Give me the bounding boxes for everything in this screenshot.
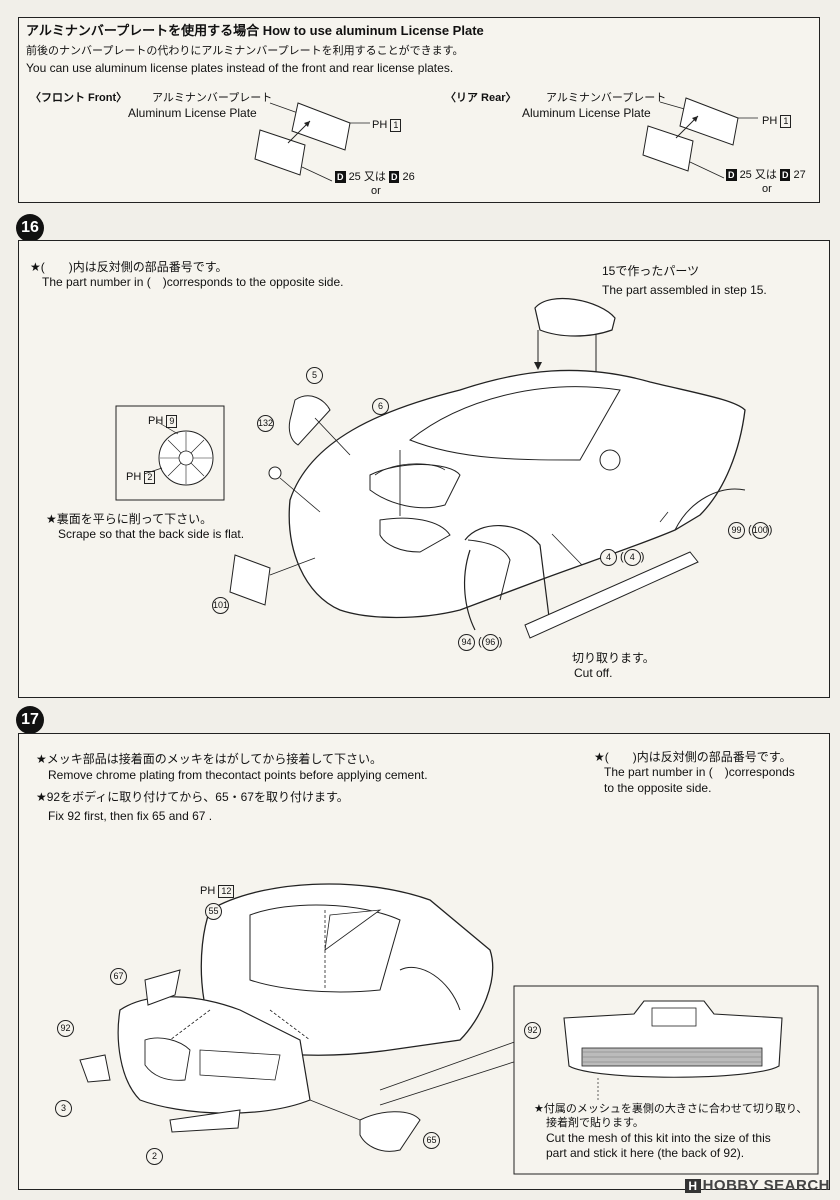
watermark-badge: H [685, 1179, 701, 1193]
plate-front-label: 〈フロント Front〉 [30, 92, 128, 104]
part-65-label: 65 [423, 1132, 440, 1149]
part-92-label: 92 [57, 1020, 74, 1037]
plate-rear-d-parts: D 25 又は D 27 [726, 168, 806, 183]
d-runner-icon: D [335, 171, 346, 183]
step17-ph: PH 12 [200, 884, 235, 899]
d-runner-icon: D [779, 169, 791, 181]
d-runner-icon: D [388, 171, 400, 183]
part-4-labels: 4 (4) [600, 549, 644, 566]
mesh-note-en1: Cut the mesh of this kit into the size o… [546, 1131, 771, 1145]
step17-car-rear-drawing [79, 883, 521, 1152]
plate-note-en: You can use aluminum license plates inst… [26, 61, 454, 75]
grille-ph-bottom: PH 2 [126, 470, 156, 485]
plate-front-or-en: or [371, 185, 381, 197]
plate-rear-label: 〈リア Rear〉 [445, 92, 517, 104]
d-part-a: 25 [739, 169, 752, 181]
step16-note2-jp: 15で作ったパーツ [602, 264, 700, 278]
d-part-a: 25 [348, 171, 361, 183]
part-6-label: 6 [372, 398, 389, 415]
step16-note1-en: The part number in ( )corresponds to the… [42, 275, 344, 289]
step17-note1-en: Remove chrome plating from thecontact po… [48, 768, 428, 782]
d-part-b: 26 [402, 171, 415, 183]
ph-number: 9 [166, 415, 178, 428]
part-4-label: 4 [600, 549, 617, 566]
part-5-label: 5 [306, 367, 323, 384]
part-3-label: 3 [55, 1100, 72, 1117]
mesh-note-jp2: 接着剤で貼ります。 [546, 1117, 644, 1129]
ph-label: PH [200, 885, 216, 897]
part-2-label: 2 [146, 1148, 163, 1165]
step17-note1-jp: ★メッキ部品は接着面のメッキをはがしてから接着して下さい。 [36, 752, 383, 766]
mesh-note-jp1: ★付属のメッシュを裏側の大きさに合わせて切り取り、 [534, 1103, 808, 1115]
part-55-label: 55 [205, 903, 222, 920]
ph-number: 1 [780, 115, 792, 128]
part-96-label: 96 [481, 634, 499, 651]
part-92-inset-label: 92 [524, 1022, 541, 1039]
part-94-label: 94 [458, 634, 475, 651]
plate-front-part-en: Aluminum License Plate [128, 106, 257, 120]
mesh-inset-box [513, 985, 819, 1175]
cut-note-jp: 切り取ります。 [572, 651, 655, 665]
plate-rear-part-en: Aluminum License Plate [522, 106, 651, 120]
part-99-100-label: 99 (100) [728, 522, 772, 539]
step17-note2-en: Fix 92 first, then fix 65 and 67 . [48, 809, 213, 823]
step17-note3-en2: to the opposite side. [604, 781, 712, 795]
part-100-label: 100 [751, 522, 769, 539]
part-132-label: 132 [257, 415, 274, 432]
ph-label: PH [372, 119, 388, 131]
grille-inset-box [115, 405, 225, 501]
d-runner-icon: D [726, 169, 737, 181]
plate-rear-ph: PH 1 [762, 114, 792, 129]
step17-note3-jp: ★( )内は反対側の部品番号です。 [594, 750, 792, 764]
scrape-note-en: Scrape so that the back side is flat. [58, 527, 245, 541]
ph-number: 12 [218, 885, 235, 898]
plate-front-diagram [254, 102, 370, 182]
plate-front-part-jp: アルミナンバープレート [152, 92, 273, 104]
cut-note-en: Cut off. [574, 666, 613, 680]
step16-note1-jp: ★( )内は反対側の部品番号です。 [30, 260, 228, 274]
step-17-badge: 17 [16, 706, 44, 734]
grille-ph-top: PH 9 [148, 414, 178, 429]
d-part-b: 27 [793, 169, 806, 181]
plate-section-title: アルミナンバープレートを使用する場合 How to use aluminum L… [26, 23, 484, 38]
ph-label: PH [126, 471, 142, 483]
plate-note-jp: 前後のナンバープレートの代わりにアルミナンバープレートを利用することができます。 [26, 45, 464, 57]
part-4-opposite-label: 4 [623, 549, 641, 566]
step16-car-body-drawing [229, 297, 746, 639]
plate-rear-diagram [642, 97, 758, 179]
plate-rear-or-en: or [762, 183, 772, 195]
step-16-badge: 16 [16, 214, 44, 242]
ph-number: 1 [390, 119, 402, 132]
mesh-note-en2: part and stick it here (the back of 92). [546, 1146, 745, 1160]
scrape-note-jp: ★裏面を平らに削って下さい。 [46, 512, 213, 526]
part-67-label: 67 [110, 968, 127, 985]
plate-rear-part-jp: アルミナンバープレート [546, 92, 667, 104]
part-94-96-label: 94 (96) [458, 634, 502, 651]
step16-note2-en: The part assembled in step 15. [602, 283, 767, 297]
ph-label: PH [148, 415, 164, 427]
plate-front-d-parts: D 25 又は D 26 [335, 170, 415, 185]
watermark-text: HOBBY SEARCH [702, 1177, 830, 1194]
plate-front-ph: PH 1 [372, 118, 402, 133]
part-99-label: 99 [728, 522, 745, 539]
ph-number: 2 [144, 471, 156, 484]
ph-label: PH [762, 115, 778, 127]
or-jp: 又は [754, 169, 777, 181]
step17-note3-en1: The part number in ( )corresponds [604, 765, 795, 779]
or-jp: 又は [363, 171, 386, 183]
part-101-label: 101 [212, 597, 229, 614]
step17-note2-jp: ★92をボディに取り付けてから、65・67を取り付けます。 [36, 790, 349, 804]
